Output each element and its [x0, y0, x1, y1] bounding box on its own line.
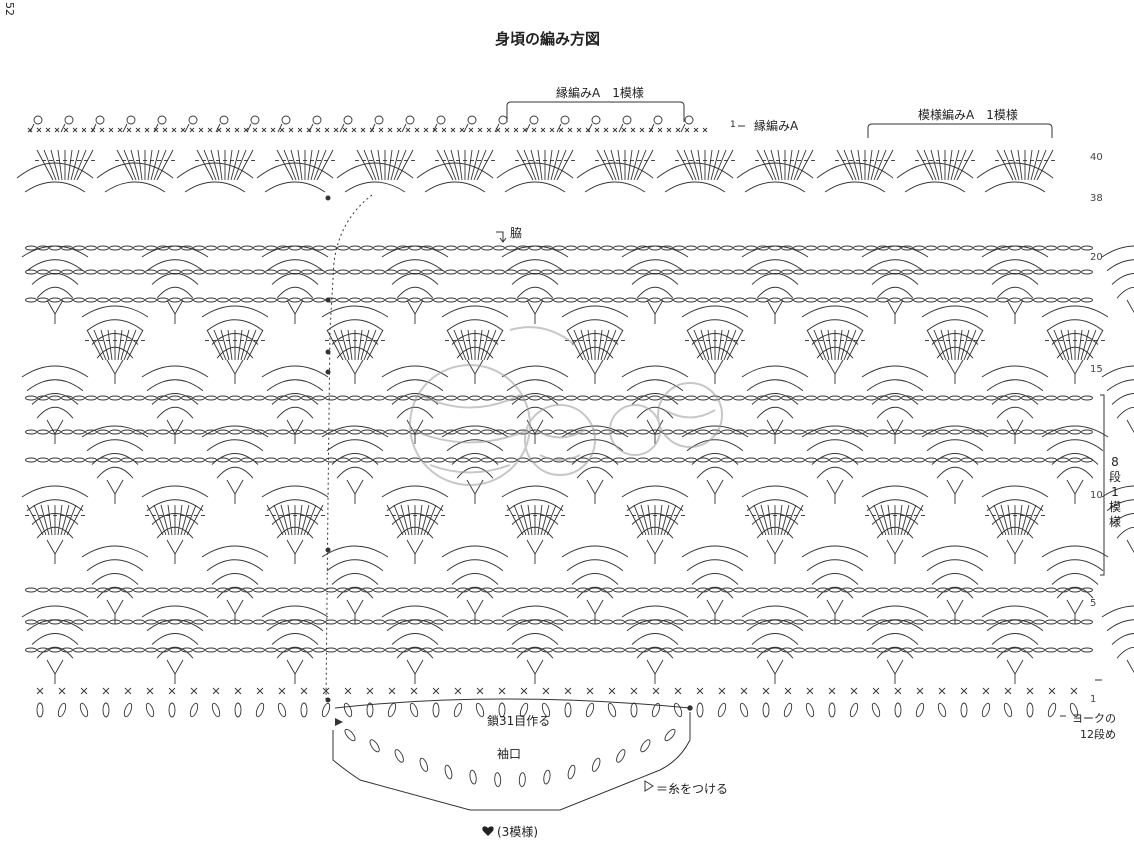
- motif-bracket: [867, 123, 1053, 138]
- side-arrow: [496, 231, 507, 243]
- sleeve-bracket: [332, 712, 691, 811]
- page-number: 52: [3, 2, 16, 16]
- edging-row-label: 縁編みA: [754, 119, 799, 133]
- row-number-38: 38: [1090, 193, 1103, 204]
- yoke-note-1: ヨークの: [1072, 712, 1116, 725]
- sleeve-label: 袖口: [497, 747, 522, 761]
- edging-pattern-label: 縁編みA 1模様: [556, 86, 644, 100]
- edging-bracket: [506, 101, 685, 122]
- row-number-40: 40: [1090, 152, 1103, 163]
- repeat-rows-label: 8段1模様: [1108, 455, 1121, 529]
- heart-icon: [482, 826, 494, 836]
- repeat-bracket: [1100, 394, 1105, 576]
- edging-row-number: 1: [730, 120, 736, 130]
- row-number-5: 5: [1090, 598, 1097, 609]
- row-number-20: 20: [1090, 252, 1103, 263]
- sleeve-guide-dotted: [325, 194, 373, 701]
- diagram-title: 身頃の編み方図: [495, 30, 601, 48]
- yoke-note-2: 12段め: [1080, 728, 1116, 741]
- motif-pattern-label: 模様編みA 1模様: [918, 108, 1018, 122]
- heart-note: (3模様): [497, 825, 538, 839]
- side-label: 脇: [510, 226, 523, 240]
- chain-line: [334, 698, 691, 709]
- attach-yarn-note: ＝糸をつける: [656, 782, 729, 796]
- chain-note: 鎖31目作る: [487, 714, 551, 728]
- row-number-15: 15: [1090, 364, 1103, 375]
- row-number-10: 10: [1090, 490, 1103, 501]
- row-number-1: 1: [1090, 694, 1097, 705]
